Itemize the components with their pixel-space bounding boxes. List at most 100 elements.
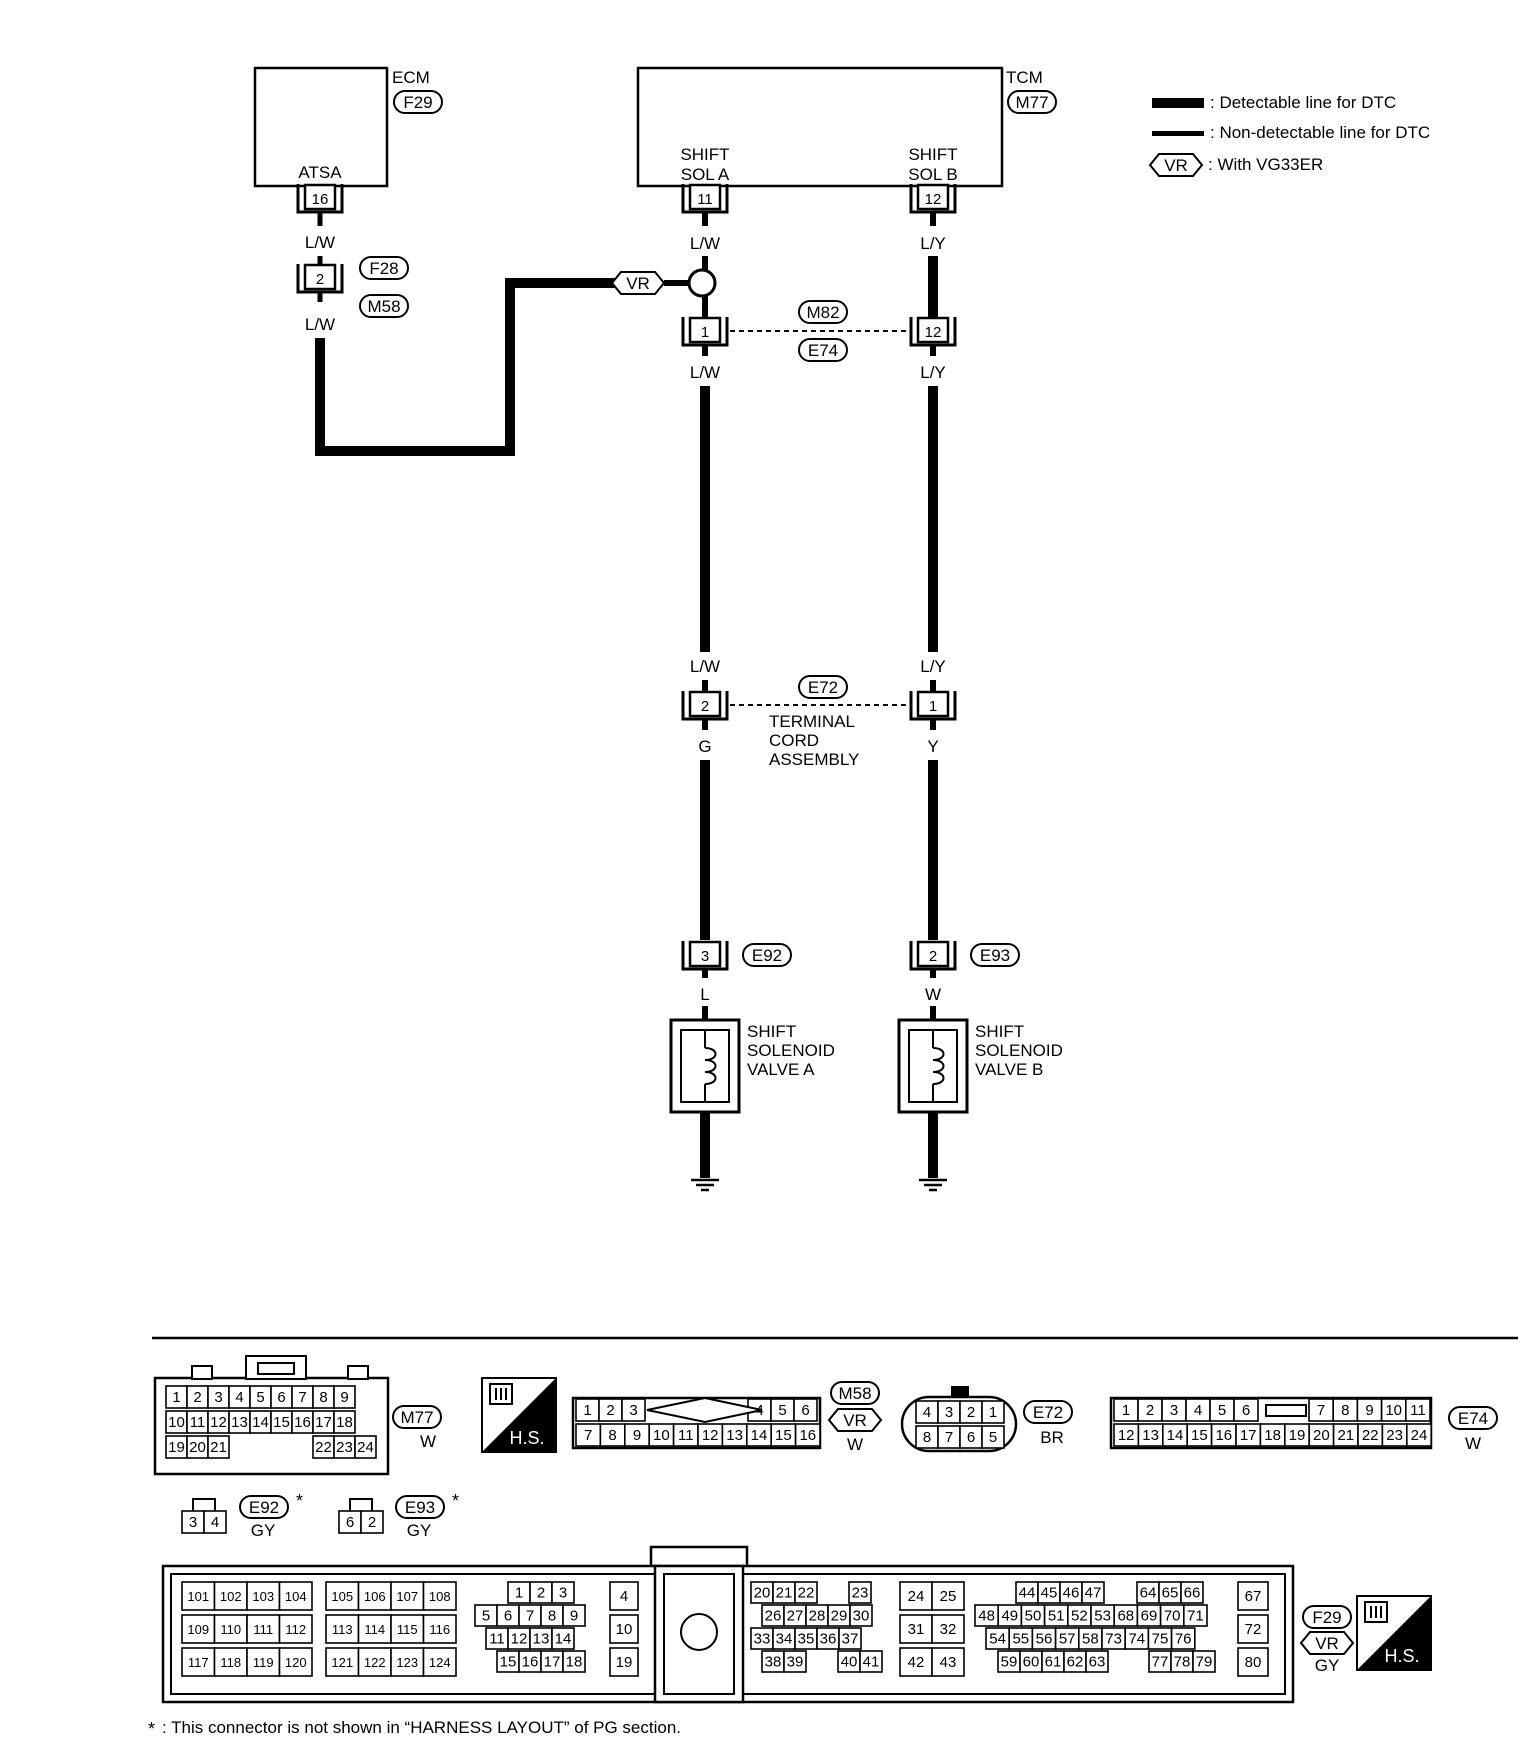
e74-pin-11: 11 [1405,1398,1431,1422]
e92-star: * [296,1491,303,1511]
svg-text:2: 2 [368,1514,376,1531]
svg-text:17: 17 [1240,1427,1257,1444]
f29-pin-119: 119 [246,1647,281,1677]
footnote-text: : This connector is not shown in “HARNES… [162,1718,681,1737]
e74-pin-15: 15 [1186,1423,1213,1447]
f29-pin-41: 41 [859,1650,883,1673]
svg-text:69: 69 [1141,1608,1158,1625]
e72-pin-5: 5 [981,1425,1005,1449]
e72-pin-6: 6 [959,1425,983,1449]
svg-text:14: 14 [1167,1427,1184,1444]
m77-pin-5: 5 [249,1385,272,1409]
svg-text:15: 15 [1191,1427,1208,1444]
f29-pin-69: 69 [1136,1604,1162,1627]
joint-conn-m58: M58 [367,297,400,316]
svg-text:76: 76 [1175,1631,1192,1648]
f29-pin-27: 27 [783,1604,807,1627]
svg-text:3: 3 [1170,1402,1178,1419]
svg-text:40: 40 [841,1654,858,1671]
svg-text:16: 16 [1215,1427,1232,1444]
e74-pin-6: 6 [1233,1398,1259,1422]
f29-pin-111: 111 [246,1614,281,1644]
f29-pin-5: 5 [474,1604,498,1627]
svg-text:79: 79 [1196,1654,1213,1671]
e92-pin: 3 [701,948,709,965]
m58-pin-3: 3 [621,1398,646,1422]
vr-badge-wire: VR [626,274,650,293]
svg-text:120: 120 [285,1655,307,1670]
svg-text:16: 16 [799,1427,816,1444]
f29-pin-78: 78 [1170,1650,1194,1673]
e72-label-line3: ASSEMBLY [769,750,859,769]
e72-face-id: E72 [1033,1403,1063,1422]
e74-face-color: W [1465,1434,1481,1453]
f29-face-id: F29 [1312,1608,1341,1627]
svg-text:7: 7 [945,1429,953,1446]
legend-vr-text: : With VG33ER [1208,155,1323,174]
f29-pin-103: 103 [246,1581,281,1611]
e74-pin-21: 21 [1332,1423,1359,1447]
svg-text:102: 102 [220,1589,242,1604]
svg-text:3: 3 [214,1389,222,1406]
svg-text:15: 15 [273,1414,290,1431]
f29-pin-38: 38 [761,1650,785,1673]
f29-pin-25: 25 [931,1581,965,1611]
e93-pin: 2 [929,948,937,965]
svg-text:59: 59 [1001,1654,1018,1671]
svg-text:20: 20 [189,1439,206,1456]
e74-pin-1: 1 [1113,1398,1139,1422]
valve-a-label-line1: SHIFT [747,1022,796,1041]
f29-pin-51: 51 [1043,1604,1069,1627]
svg-text:56: 56 [1036,1631,1053,1648]
f29-pin-123: 123 [390,1647,425,1677]
svg-text:8: 8 [548,1608,556,1625]
f29-pin-29: 29 [827,1604,851,1627]
e72-wire-b-in: L/Y [920,657,946,676]
m82-connector-id: M82 [806,303,839,322]
svg-text:2: 2 [606,1402,614,1419]
f29-pin-113: 113 [325,1614,360,1644]
svg-text:6: 6 [967,1429,975,1446]
harness-side-icon-2: H.S. [1356,1595,1432,1671]
m77-pin-11: 11 [186,1410,209,1434]
svg-text:55: 55 [1012,1631,1029,1648]
m77-pin-1: 1 [165,1385,188,1409]
tcm-wire-b: L/Y [920,234,946,253]
valve-b-label-line2: SOLENOID [975,1041,1063,1060]
svg-text:9: 9 [340,1389,348,1406]
f29-pin-36: 36 [816,1627,840,1650]
svg-text:43: 43 [940,1654,957,1671]
valve-b-label-line1: SHIFT [975,1022,1024,1041]
svg-text:4: 4 [1194,1402,1202,1419]
svg-text:14: 14 [555,1631,572,1648]
svg-text:29: 29 [831,1608,848,1625]
svg-text:3: 3 [559,1585,567,1602]
m77-pin-21: 21 [207,1435,230,1459]
e93-connector-id: E93 [980,946,1010,965]
svg-text:16: 16 [522,1654,539,1671]
m82-pin-a: 1 [701,324,709,341]
m58-pin-16: 16 [794,1423,821,1447]
svg-text:19: 19 [168,1439,185,1456]
f29-pin-21: 21 [772,1581,796,1604]
svg-text:71: 71 [1187,1608,1204,1625]
f29-pin-20: 20 [750,1581,774,1604]
e72-pin-2: 2 [959,1400,983,1424]
e92-pin-4: 4 [203,1510,227,1534]
svg-text:113: 113 [332,1622,353,1637]
tcm-label: TCM [1006,68,1043,87]
m82-wire-b: L/Y [920,363,946,382]
f29-pin-101: 101 [181,1581,216,1611]
f29-pin-10: 10 [609,1614,639,1644]
f29-pin-55: 55 [1008,1627,1034,1650]
svg-text:34: 34 [776,1631,793,1648]
svg-text:6: 6 [277,1389,285,1406]
m58-pin-11: 11 [672,1423,699,1447]
svg-text:23: 23 [1386,1427,1403,1444]
e72-pin-3: 3 [937,1400,961,1424]
svg-text:14: 14 [751,1427,768,1444]
svg-text:1: 1 [1122,1402,1130,1419]
m77-pin-24: 24 [354,1435,377,1459]
svg-text:7: 7 [526,1608,534,1625]
svg-text:22: 22 [315,1439,332,1456]
